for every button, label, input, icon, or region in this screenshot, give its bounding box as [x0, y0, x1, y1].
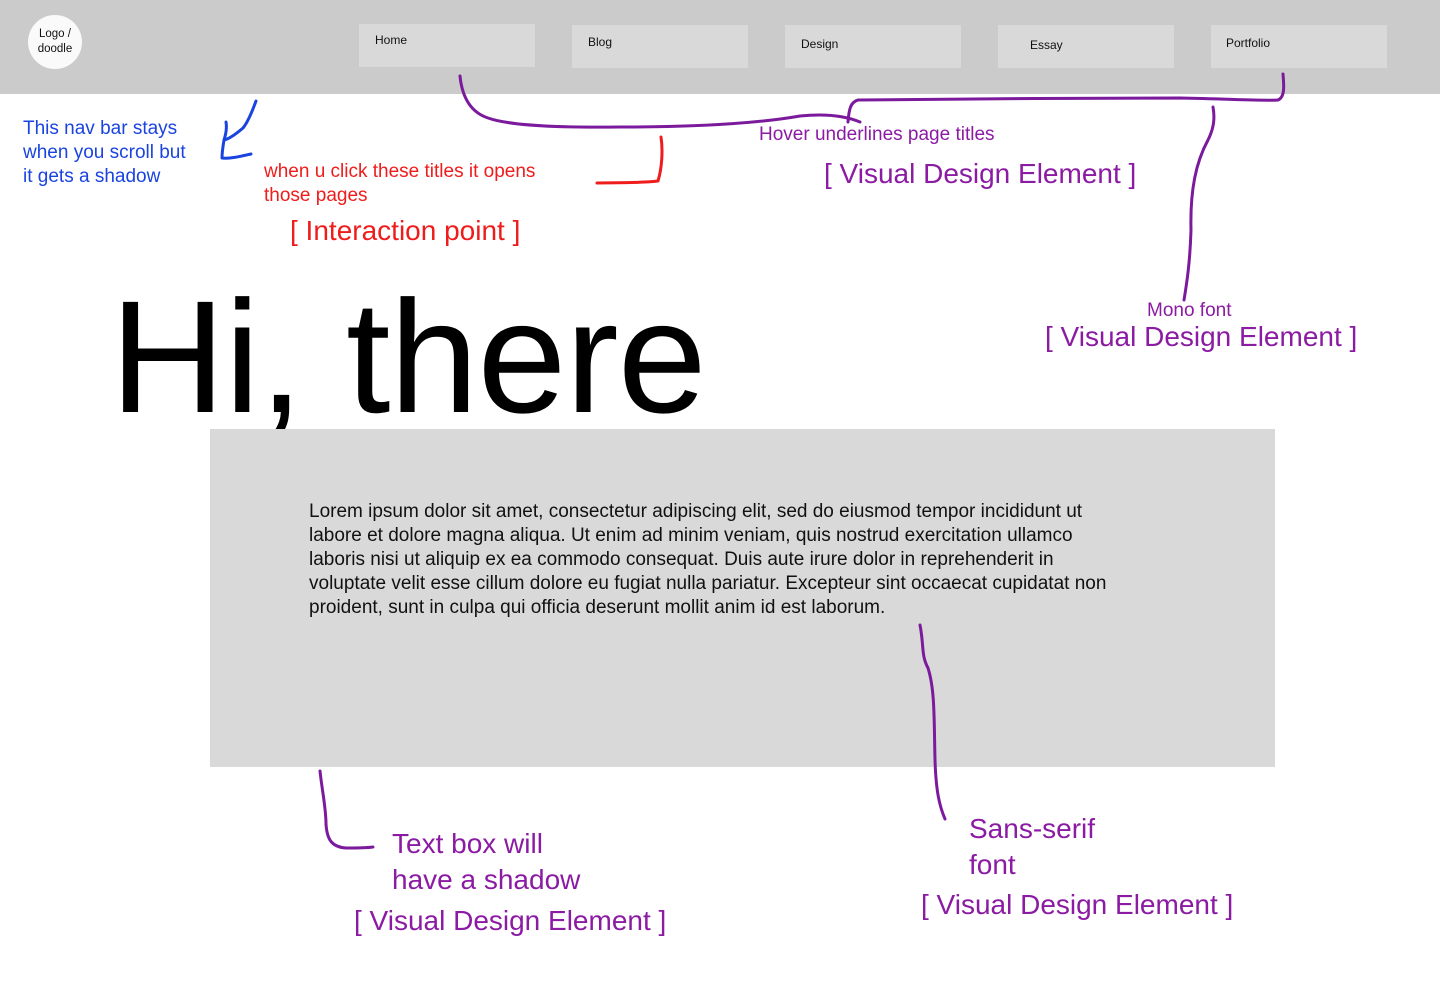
annotation-mono-font: Mono font	[1147, 300, 1232, 321]
nav-bar: Logo / doodle Home Blog Design Essay Por…	[0, 0, 1440, 94]
red-bracket-stroke	[595, 135, 664, 185]
nav-item-label: Portfolio	[1226, 36, 1271, 50]
nav-item-blog[interactable]: Blog	[572, 25, 748, 68]
annotation-hover: Hover underlines page titles	[759, 124, 995, 145]
body-text: Lorem ipsum dolor sit amet, consectetur …	[309, 501, 1107, 618]
purple-mono-font-stroke	[1182, 105, 1216, 302]
nav-item-portfolio[interactable]: Portfolio	[1211, 25, 1387, 68]
nav-item-design[interactable]: Design	[785, 25, 961, 68]
annotation-visual-tag: [ Visual Design Element ]	[354, 905, 667, 936]
annotation-visual-tag: [ Visual Design Element ]	[824, 158, 1137, 189]
annotation-click-titles: when u click these titles it opens those…	[264, 161, 536, 206]
nav-item-essay[interactable]: Essay	[998, 25, 1174, 68]
nav-item-label: Design	[801, 37, 839, 51]
text-box: Lorem ipsum dolor sit amet, consectetur …	[210, 429, 1275, 767]
nav-item-label: Blog	[588, 35, 613, 49]
blue-arrow-stroke	[220, 99, 258, 160]
annotation-sans-serif: Sans-serif font	[969, 813, 1096, 880]
hero-title: Hi, there	[110, 267, 707, 446]
nav-item-home[interactable]: Home	[359, 24, 535, 67]
logo[interactable]: Logo / doodle	[28, 15, 82, 69]
annotation-interaction-tag: [ Interaction point ]	[290, 215, 521, 246]
purple-textbox-shadow-stroke	[318, 769, 375, 850]
annotation-textbox-shadow: Text box will have a shadow	[392, 828, 581, 895]
annotation-visual-tag: [ Visual Design Element ]	[921, 889, 1234, 920]
nav-item-label: Essay	[1030, 38, 1063, 52]
annotation-visual-tag: [ Visual Design Element ]	[1045, 321, 1358, 352]
nav-item-label: Home	[375, 33, 408, 47]
annotation-nav-sticky: This nav bar stays when you scroll but i…	[23, 118, 186, 187]
